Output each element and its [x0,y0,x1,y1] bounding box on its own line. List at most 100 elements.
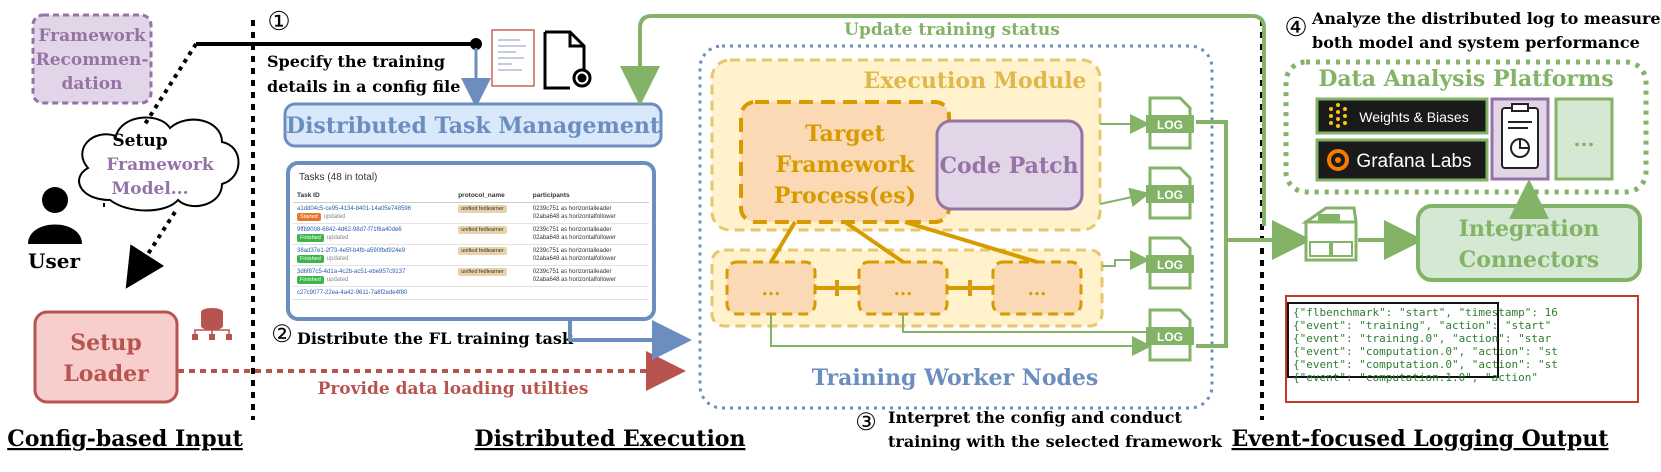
task-id[interactable]: 3d6f87c5-4d1a-4c2b-ac51-ebe957c9137 [297,269,406,275]
log-file-1-label: LOG [1157,118,1183,132]
wandb-label: Weights & Biases [1359,109,1468,125]
log-line: {"event": "computation.1.0", "action" [1293,371,1539,384]
step3-number: ③ [855,408,877,436]
more-platforms-tile [1554,97,1614,181]
log-line: {"event": "computation.0", "action": "st [1293,358,1558,371]
grafana-label: Grafana Labs [1356,151,1471,172]
code-patch-box [935,119,1084,211]
section-title-execution: Distributed Execution [475,426,746,452]
task-id[interactable]: 9ffb9008-6842-4d62-98d7-f71f6a40de6 [297,227,402,233]
participant-item: 02aba648 as horizontalfollower [532,214,616,220]
step4-line2: both model and system performance [1312,33,1640,52]
task-table-title: Tasks (48 in total) [299,172,378,183]
step1-number: ① [267,7,290,37]
framework-recommendation-line2: Recommen- [36,50,149,70]
status-badge: Finished [297,255,324,263]
worker-process-3-label: ... [1028,279,1047,300]
participants-cell: 0239c751 as horizontalleader 02aba648 as … [528,244,649,266]
step4-line1: Analyze the distributed log to measure [1311,9,1661,28]
worker-connectors [769,220,1038,296]
setup-cloud-line1: Setup [112,131,167,151]
step1-line1: Specify the training [267,52,445,71]
task-table-header-protocol: protocol_name [454,189,529,203]
execution-module-label: Execution Module [864,68,1087,94]
target-framework-line2: Framework [776,152,916,178]
more-platforms-label: ... [1574,127,1595,151]
protocol-badge: unified fedlearner [458,205,507,213]
integration-connectors-line2: Connectors [1459,247,1599,273]
log-line: {"event": "training.0", "action": "star [1293,332,1552,345]
step2-label: Distribute the FL training task [297,329,574,348]
task-id[interactable]: a1dd04c5-ce95-4134-8401-14a05e748596 [297,206,412,212]
log-snippet-zoom: {"flbenchmark": "start", "timestamp": 16… [1287,302,1558,384]
cloud-to-loader-arrow [125,210,177,289]
wandb-logo-icon [1329,103,1347,128]
settings-file-icon [543,30,592,90]
setup-cloud [78,116,240,212]
framework-recommendation-line1: Framework [38,26,146,46]
log-file-2-label: LOG [1157,188,1183,202]
task-id[interactable]: c27c9077-22ea-4a42-9611-7a8f2ede4f80 [297,290,408,296]
worker-nodes-label: Training Worker Nodes [812,365,1099,391]
data-analysis-platforms-box [1283,59,1649,195]
data-loading-label: Provide data loading utilties [318,379,589,399]
step3-line1: Interpret the config and conduct [888,408,1182,427]
status-badge: Started [297,213,321,221]
user-icon [28,187,82,244]
integration-connectors-line1: Integration [1459,216,1600,242]
section-title-logging: Event-focused Logging Output [1232,426,1610,452]
config-dot [470,38,482,50]
config-to-cloud-line [143,42,198,126]
status-badge: Finished [297,234,324,242]
log-line: {"flbenchmark": "start", "timestamp": 16 [1293,306,1558,319]
status-note: updated [323,214,346,220]
protocol-badge: unified fedlearner [458,268,507,276]
participant-item: 0239c751 as horizontalleader [532,248,612,254]
participant-item: 02aba648 as horizontalfollower [532,235,616,241]
task-management-label: Distributed Task Management [286,113,661,139]
task-id[interactable]: 38ad37e1-2f73-4e5f-b4fb-a590fbd924e9 [297,248,406,254]
report-clipboard-icon [1501,103,1539,169]
log-line: {"event": "computation.0", "action": "st [1293,345,1558,358]
log-file-3-label: LOG [1157,258,1183,272]
setup-cloud-line3: Model... [111,179,188,199]
protocol-cell: unified fedlearner [454,244,529,266]
target-framework-line3: Process(es) [774,183,916,209]
step2-number: ② [271,320,293,348]
log-snippet: {"flbenchmark": "start", "timestamp": 16… [1285,295,1639,403]
table-row[interactable]: c27c9077-22ea-4a42-9611-7a8f2ede4f80 [293,286,649,300]
log-file-2: LOG [1146,166,1194,220]
worker-nodes-container [698,44,1214,410]
log-collector-bracket [1196,120,1228,348]
status-note: updated [326,235,349,241]
task-table-header-participants: participants [528,189,649,203]
protocol-badge: unified fedlearner [458,226,507,234]
step4-number: ④ [1284,13,1307,43]
grafana-logo-icon [1327,149,1349,171]
status-note: updated [326,256,349,262]
protocol-cell: unified fedlearner [454,202,529,224]
log-file-4: LOG [1146,308,1194,362]
config-document-icon [491,29,535,87]
setup-loader-line2: Loader [63,361,149,387]
participant-item: 02aba648 as horizontalfollower [532,256,616,262]
data-analysis-platforms-label: Data Analysis Platforms [1318,66,1613,92]
participant-item: 02aba648 as horizontalfollower [532,277,616,283]
update-status-label: Update training status [844,20,1060,40]
protocol-cell: unified fedlearner [454,223,529,245]
log-archive-icon [1301,206,1358,262]
participants-cell [528,286,649,300]
task-table: Tasks (48 in total) Task ID protocol_nam… [293,168,649,314]
setup-loader-line1: Setup [70,330,141,356]
user-label: User [28,249,80,273]
participant-item: 0239c751 as horizontalleader [532,269,612,275]
code-patch-label: Code Patch [940,153,1079,179]
participants-cell: 0239c751 as horizontalleader 02aba648 as … [528,265,649,287]
